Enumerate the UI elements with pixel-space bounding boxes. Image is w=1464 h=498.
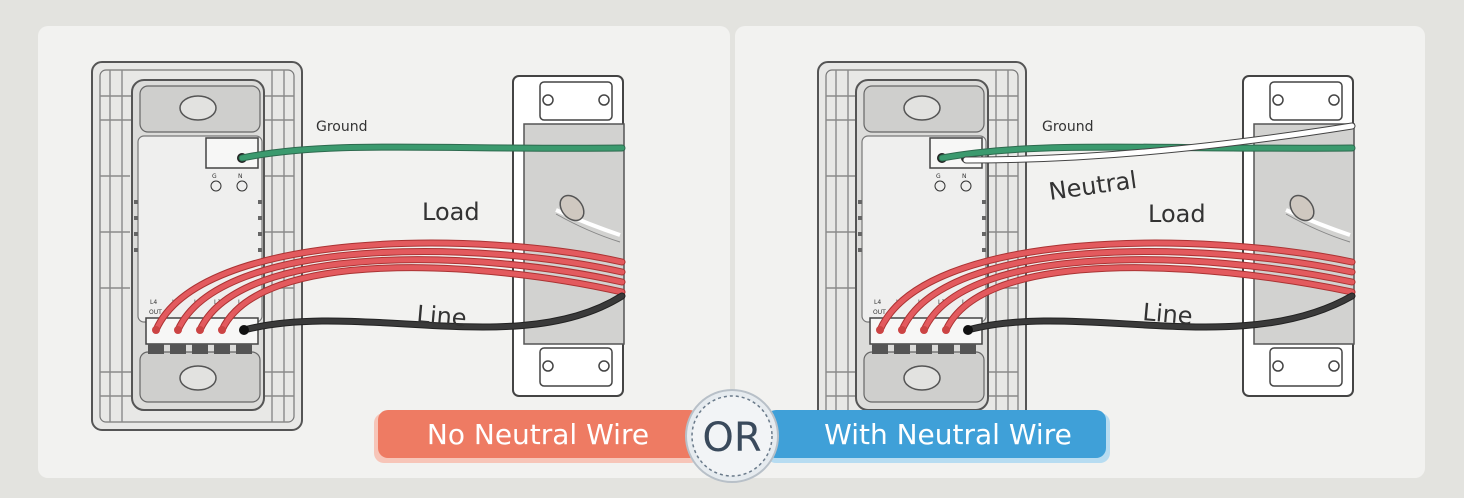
badge-no-neutral-text: No Neutral Wire xyxy=(427,418,649,451)
line-label-left: Line xyxy=(415,300,467,332)
or-text: OR xyxy=(702,415,761,461)
ground-label-right: Ground xyxy=(1042,119,1094,135)
terminal-l4-label: L4 xyxy=(150,299,157,306)
terminal-out-label-right: OUT xyxy=(873,309,886,316)
smart-switch-right: G N L4 L3 L2 L1 L OUT xyxy=(817,61,1027,431)
badge-with-neutral-text: With Neutral Wire xyxy=(824,418,1072,451)
ground-label-left: Ground xyxy=(316,119,368,135)
terminal-n-label: N xyxy=(238,173,243,180)
or-badge: OR xyxy=(685,389,779,483)
terminal-out-label: OUT xyxy=(149,309,162,316)
badge-with-neutral: With Neutral Wire xyxy=(766,410,1110,463)
junction-box-left xyxy=(512,75,625,397)
junction-box-right xyxy=(1242,75,1355,397)
wires-right xyxy=(876,122,1356,335)
terminal-l4-label-right: L4 xyxy=(874,299,881,306)
terminal-n-label-right: N xyxy=(962,173,967,180)
wires-left xyxy=(152,143,626,335)
load-label-right: Load xyxy=(1148,200,1206,228)
terminal-g-label: G xyxy=(212,173,217,180)
smart-switch-left: G N L4 L3 L2 L1 L OUT xyxy=(91,61,303,431)
badge-no-neutral: No Neutral Wire xyxy=(374,410,700,463)
load-label-left: Load xyxy=(422,198,480,226)
line-label-right: Line xyxy=(1141,298,1193,330)
terminal-g-label-right: G xyxy=(936,173,941,180)
